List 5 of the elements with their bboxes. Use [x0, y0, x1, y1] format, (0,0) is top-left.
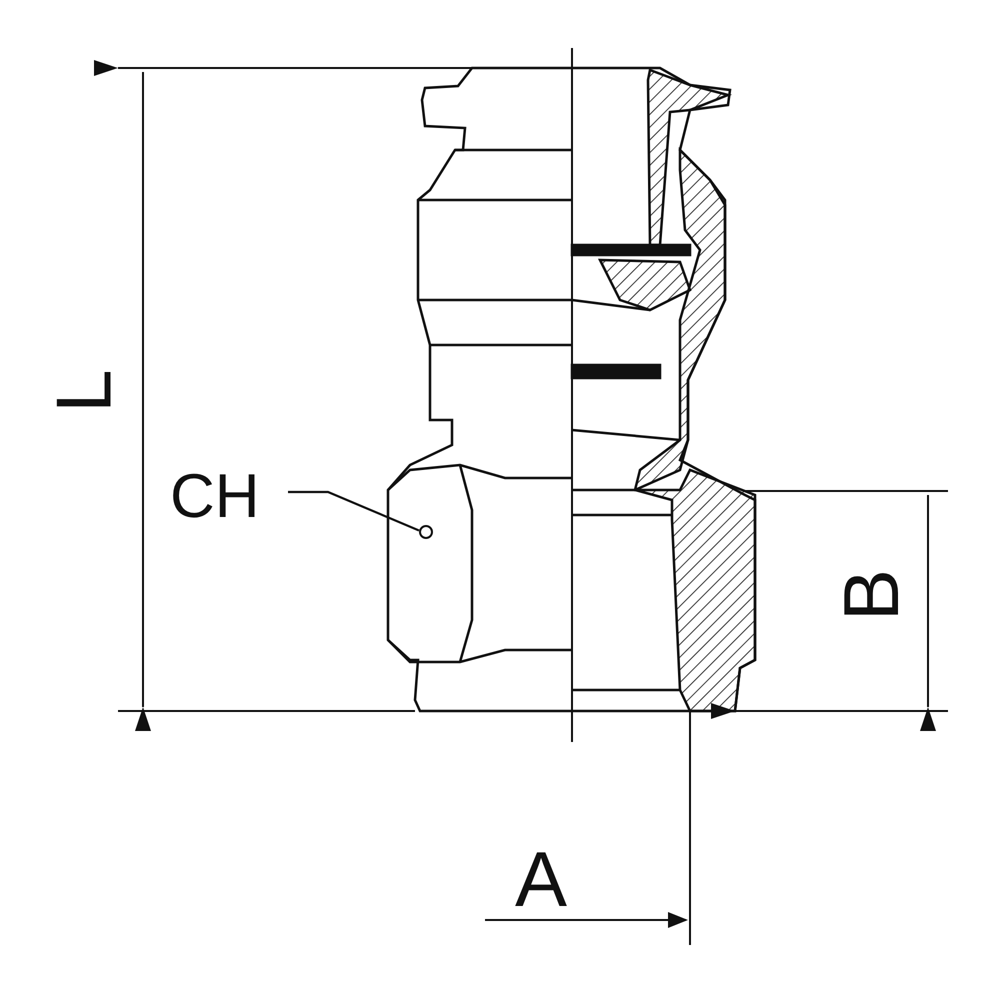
- part-label: CH: [170, 466, 260, 528]
- dimension-label: L: [44, 369, 123, 413]
- leader-line: [288, 490, 420, 532]
- dimension-label: B: [832, 568, 910, 622]
- dimension-label: A: [515, 840, 568, 918]
